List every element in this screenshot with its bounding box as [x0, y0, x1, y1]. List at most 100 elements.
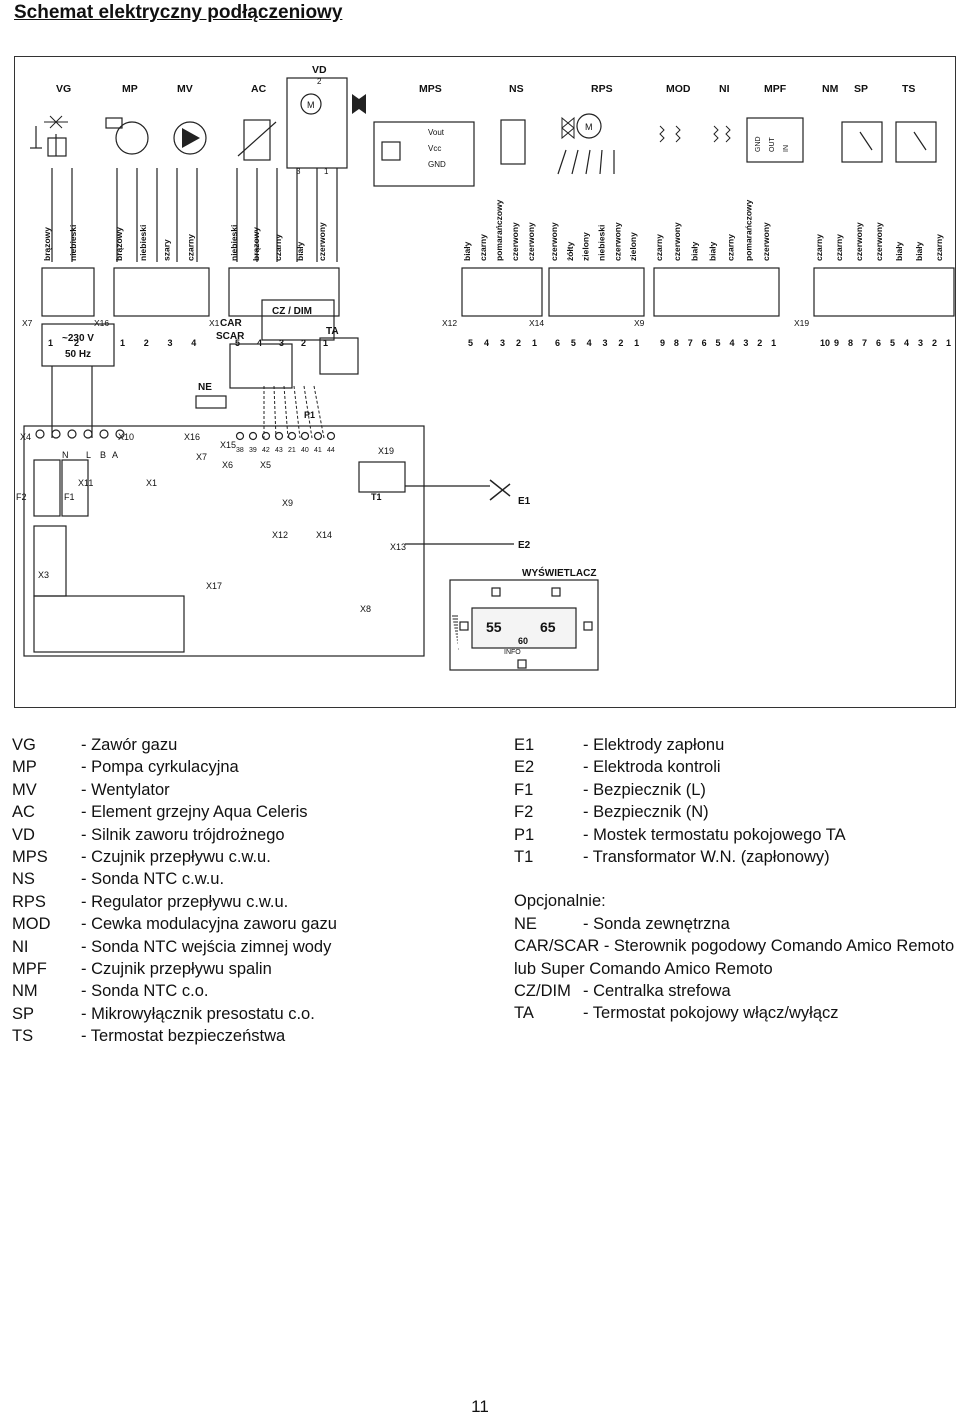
board-connector-x17: X17 [206, 581, 222, 591]
legend-row: TS- Termostat bezpieczeństwa [12, 1025, 337, 1047]
component-label-mp: MP [122, 83, 138, 95]
legend-code: NM [12, 982, 38, 1001]
pin-number: 1 [634, 338, 639, 348]
connector-x19-label: X19 [794, 318, 809, 328]
legend-row: T1- Transformator W.N. (zapłonowy) [514, 846, 954, 868]
board-connector-x3: X3 [38, 570, 49, 580]
legend-desc: - Sonda NTC c.o. [81, 982, 209, 1001]
legend-desc: - Elektroda kontroli [583, 758, 721, 777]
wire-color-label: biały [914, 241, 924, 261]
board-connector-x1: X1 [146, 478, 157, 488]
legend-code: TA [514, 1004, 534, 1023]
board-panel [33, 595, 185, 653]
optional-row: TA- Termostat pokojowy włącz/wyłącz [514, 1002, 954, 1024]
legend-row: E2 - Elektroda kontroli [514, 756, 954, 778]
optional-wire [303, 385, 313, 439]
wire-color-label: czerwony [672, 222, 682, 261]
x15-pin-label: 42 [262, 447, 270, 454]
legend-code: MP [12, 758, 37, 777]
legend-code: P1 [514, 825, 535, 844]
legend-desc: - Czujnik przepływu c.w.u. [81, 848, 271, 867]
ts-box [895, 121, 937, 163]
legend-left: VG- Zawór gazu MP- Pompa cyrkulacyjna MV… [12, 734, 337, 1048]
pin-number: 3 [743, 338, 748, 348]
ns-probe-box [500, 119, 526, 165]
rps-wire [599, 149, 603, 175]
pin-number: 1 [120, 338, 125, 348]
pin-number: 3 [500, 338, 505, 348]
legend-code: SP [12, 1004, 35, 1023]
pin-number: 4 [257, 338, 262, 348]
legend-code: T1 [514, 848, 534, 867]
vd-pin-label: 1 [324, 167, 329, 176]
x15-pin-label: 38 [236, 447, 244, 454]
ac-heater-diagonal [237, 121, 277, 157]
legend-desc: - Cewka modulacyjna zaworu gazu [81, 915, 337, 934]
vd-pin-label: 2 [317, 77, 322, 86]
vd-motor-symbol [300, 93, 322, 115]
legend-code: F2 [514, 803, 534, 822]
display-readout-mid: 60 [518, 636, 528, 646]
board-connector-x10: X10 [118, 432, 134, 442]
terminal-screw [67, 429, 77, 439]
wire-color-label: czarny [834, 234, 844, 261]
legend-desc: - Sonda NTC c.w.u. [81, 870, 225, 889]
wire-color-label: zielony [628, 232, 638, 261]
wire-color-label: czerwony [612, 222, 622, 261]
component-label-nm: NM [822, 83, 839, 95]
pin-number: 3 [603, 338, 608, 348]
display-readout-info: INFO [504, 649, 521, 656]
legend-code: E2 [514, 758, 535, 777]
wire-color-label: czarny [654, 234, 664, 261]
x15-terminal [261, 431, 271, 441]
pin-number: 1 [323, 338, 328, 348]
terminal-screw [83, 429, 93, 439]
pin-number: 7 [688, 338, 693, 348]
p1-label: P1 [304, 410, 315, 420]
legend-right: E1- Elektrody zapłonu E2- Elektroda kont… [514, 734, 954, 1025]
connector-x14-block [548, 267, 645, 317]
pin-number: 2 [932, 338, 937, 348]
legend-row: F1- Bezpiecznik (L) [514, 779, 954, 801]
pin-number: 6 [702, 338, 707, 348]
x15-pin-label: 41 [314, 447, 322, 454]
optional-row: lub Super Comando Amico Remoto [514, 958, 954, 980]
wire-color-label: czarny [725, 234, 735, 261]
mp-fan-symbol [115, 121, 149, 155]
wire-color-label: biały [894, 241, 904, 261]
component-label-ns: NS [509, 83, 524, 95]
sp-switch [859, 131, 873, 151]
display-button [551, 587, 561, 597]
rps-wire [571, 149, 579, 175]
wire-color-label: czerwony [317, 222, 327, 261]
board-connector-x13: X13 [390, 542, 406, 552]
ni-probe-symbol [725, 125, 731, 143]
legend-code: NI [12, 937, 29, 956]
sp-box [841, 121, 883, 163]
wire-color-label: niebieski [138, 225, 148, 261]
fuse-f1-block [61, 459, 89, 517]
e1-electrode-symbol [489, 479, 511, 501]
board-connector-x16: X16 [184, 432, 200, 442]
optional-wire [283, 385, 289, 439]
legend-row: P1 - Mostek termostatu pokojowego TA [514, 824, 954, 846]
connector-x16-label: X16 [94, 318, 109, 328]
x15-terminal [274, 431, 284, 441]
cz-dim-label: CZ / DIM [272, 306, 312, 317]
legend-desc: - Zawór gazu [81, 736, 178, 754]
wire-color-label: pomarańczowy [494, 199, 504, 261]
optional-wire [313, 385, 325, 439]
pin-number: 3 [918, 338, 923, 348]
board-connector-x8: X8 [360, 604, 371, 614]
wire-color-label: niebieski [597, 225, 607, 261]
legend-desc: - Mostek termostatu pokojowego TA [583, 825, 846, 844]
scar-label: SCAR [216, 331, 245, 342]
rps-wire [585, 149, 591, 175]
connector-x12-block [461, 267, 543, 317]
terminal-screw [35, 429, 45, 439]
pin-number: 8 [674, 338, 679, 348]
board-connector-x11: X11 [78, 478, 93, 488]
vg-coil [47, 137, 67, 157]
wire-color-label: biały [295, 241, 305, 261]
optional-wire [273, 385, 277, 439]
